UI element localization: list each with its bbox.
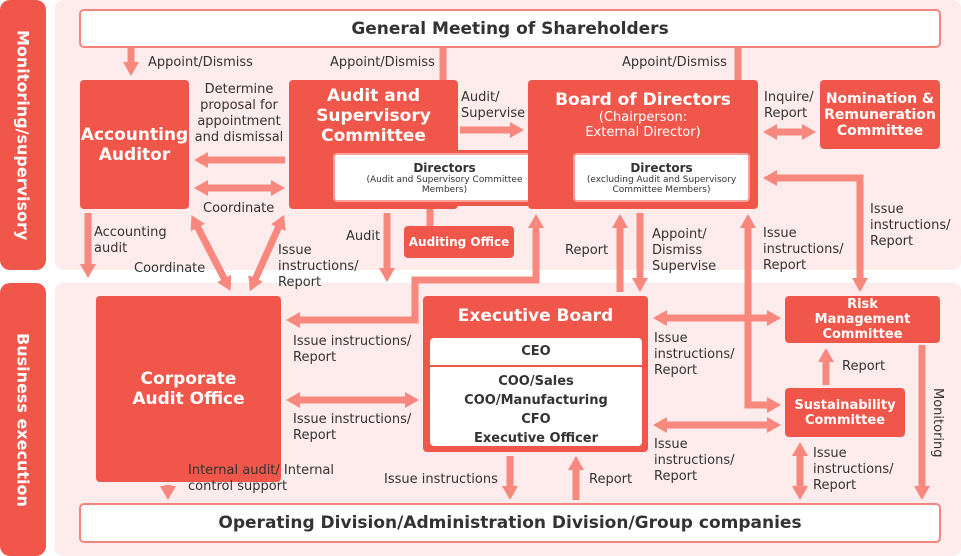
box-subtitle: (Chairperson: External Director) (585, 110, 701, 140)
label: Report (565, 243, 609, 258)
board-directors-box: Directors (excluding Audit and Superviso… (573, 153, 750, 202)
box-title: Audit and Supervisory Committee (316, 86, 431, 146)
label: Accounting audit (94, 225, 167, 256)
label: Monitoring (930, 388, 945, 458)
label: Coordinate (203, 201, 275, 216)
label: Inquire/ Report (764, 90, 814, 121)
label: Issue instructions/ Report (278, 243, 359, 290)
label: Issue instructions/ Report (293, 334, 412, 365)
officer-label: Executive Officer (473, 431, 598, 446)
band-label: Monitoring/supervisory (13, 29, 33, 241)
label: Issue instructions/ Report (293, 412, 412, 443)
auditing-office-box: Auditing Office (404, 226, 514, 258)
arrow (286, 214, 544, 328)
arrow (190, 215, 232, 291)
box-title: Auditing Office (408, 235, 510, 249)
directors-sub: (Audit and Supervisory Committee Members… (366, 174, 523, 195)
box-title: Board of Directors (555, 90, 731, 110)
audit-directors-box: Directors (Audit and Supervisory Committ… (333, 153, 556, 202)
box-title: Executive Board (457, 306, 614, 326)
directors-title: Directors (413, 160, 476, 175)
label: Report (842, 359, 886, 374)
label: Determine proposal for appointment and d… (194, 82, 284, 145)
arrow (740, 214, 781, 413)
label: Issue instructions/ Report (763, 226, 844, 273)
label: Appoint/Dismiss (148, 55, 253, 70)
arrow (763, 170, 868, 292)
directors-title: Directors (630, 160, 693, 175)
label: Issue instructions/ Report (813, 446, 894, 493)
label: Report (589, 472, 633, 487)
box-title: General Meeting of Shareholders (351, 18, 669, 39)
risk-box: Risk Management Committee (785, 296, 940, 343)
box-title: Nomination & Remuneration Committee (824, 90, 936, 139)
label: Audit (346, 229, 381, 244)
label: Issue instructions (384, 472, 498, 487)
box-title: Corporate Audit Office (132, 369, 245, 409)
arrow (248, 214, 286, 292)
label: Appoint/Dismiss (622, 55, 727, 70)
box-title: Sustainability Committee (794, 397, 896, 428)
accounting-auditor-box: Accounting Auditor (80, 80, 189, 209)
band-label: Business execution (13, 332, 33, 507)
label: Coordinate (134, 261, 206, 276)
directors-sub: (excluding Audit and Supervisory Committ… (586, 174, 737, 195)
label: Audit/ Supervise (461, 90, 526, 121)
operating-box: Operating Division/Administration Divisi… (79, 503, 941, 543)
sustainability-box: Sustainability Committee (785, 388, 905, 437)
officer-label: COO/Sales (498, 374, 574, 389)
officers-box: CEO COO/Sales COO/Manufacturing CFO Exec… (430, 338, 642, 446)
nomination-box: Nomination & Remuneration Committee (820, 80, 940, 149)
box-title: Operating Division/Administration Divisi… (218, 513, 802, 533)
monitoring-band: Monitoring/supervisory (0, 0, 46, 270)
business-band: Business execution (0, 283, 46, 556)
box-title: Risk Management Committee (814, 297, 911, 342)
label: Appoint/ Dismiss Supervise (652, 227, 717, 274)
ceo-label: CEO (430, 338, 642, 367)
label: Issue instructions/ Report (654, 331, 735, 378)
box-title: Accounting Auditor (80, 124, 189, 165)
officer-label: CFO (521, 412, 551, 427)
officer-label: COO/Manufacturing (464, 393, 608, 408)
label: Issue instructions/ Report (870, 202, 951, 249)
shareholders-box: General Meeting of Shareholders (79, 9, 941, 48)
corporate-audit-box: Corporate Audit Office (96, 296, 281, 482)
label: Appoint/Dismiss (330, 55, 435, 70)
label: Internal audit/ Internal control support (188, 463, 335, 494)
label: Issue instructions/ Report (654, 437, 735, 484)
